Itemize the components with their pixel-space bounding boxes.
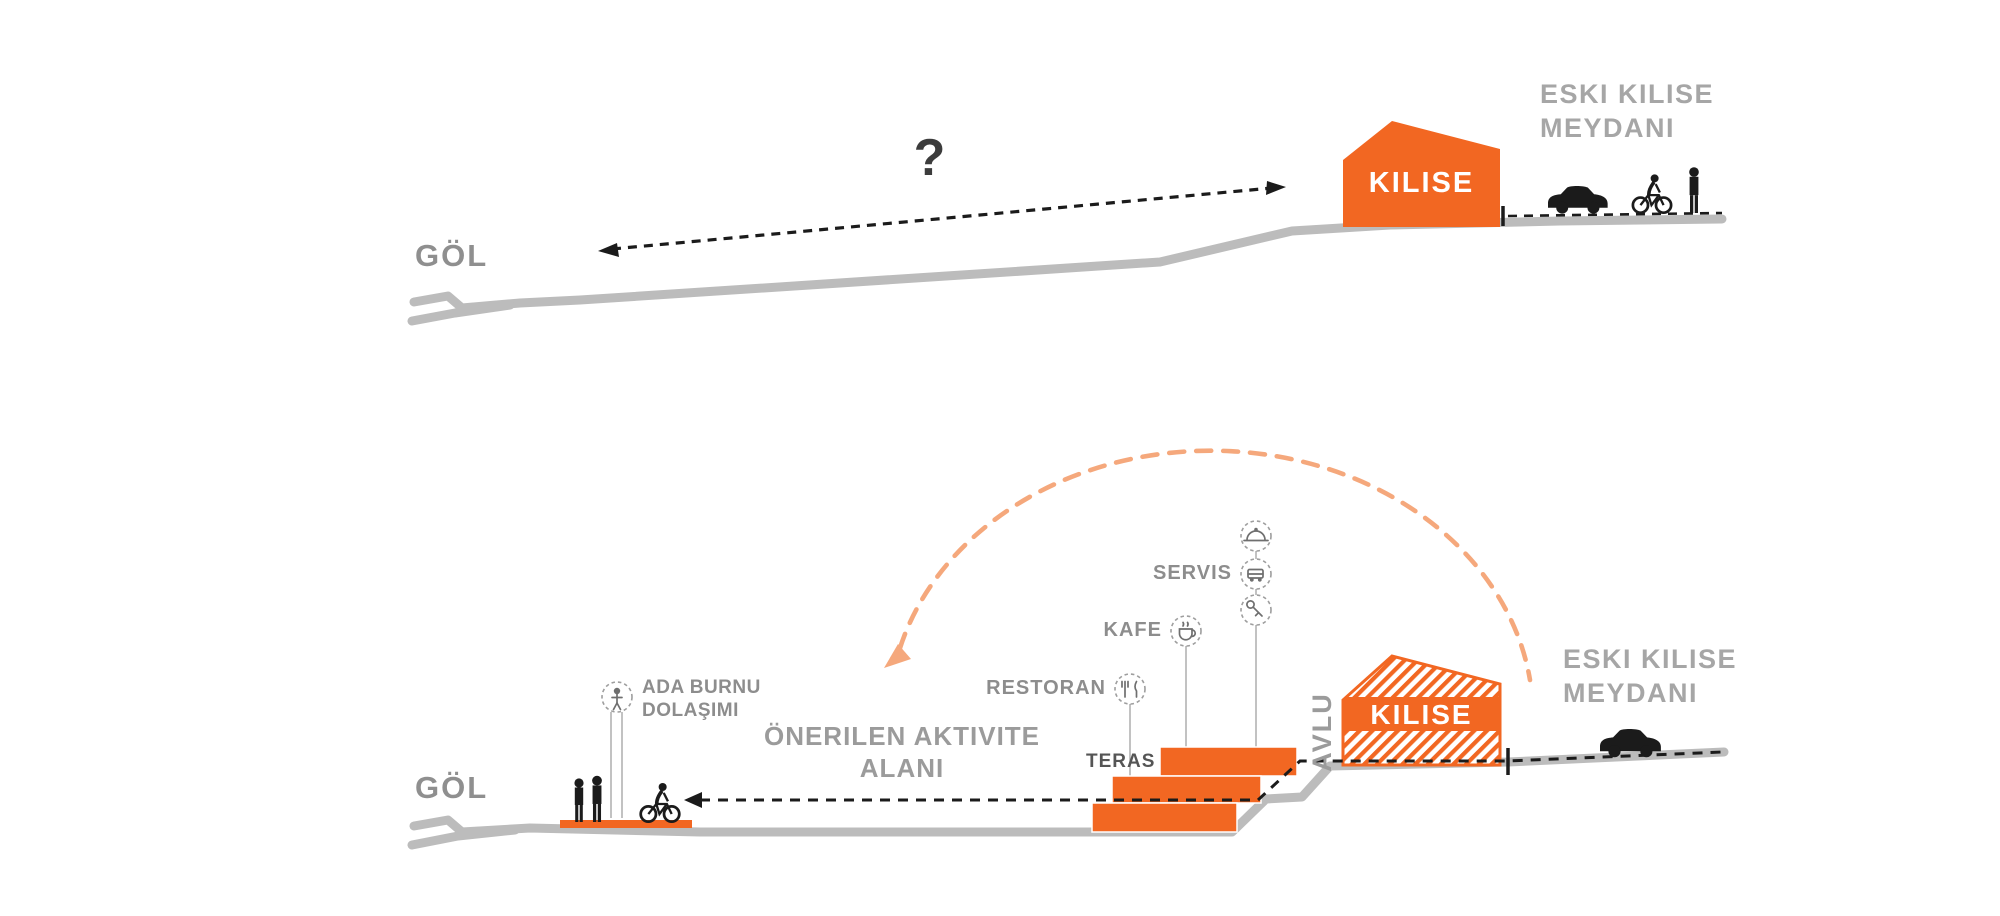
shuttle-icon	[1247, 568, 1264, 582]
street-line-top	[1501, 206, 1723, 226]
person-icon-bottom-1	[574, 778, 584, 822]
church-building-top	[1343, 121, 1500, 227]
square-label-top-line2: MEYDANI	[1540, 113, 1676, 143]
restaurant-icon-group	[1114, 673, 1146, 705]
question-arrow	[598, 181, 1286, 257]
church-label-bottom: KILISE	[1370, 699, 1473, 730]
person-icon-top	[1689, 167, 1699, 213]
church-label-top: KILISE	[1368, 167, 1475, 199]
activity-area-label-line2: ALANI	[859, 753, 945, 783]
coffee-icon	[1178, 621, 1196, 641]
church-building-bottom	[1341, 654, 1502, 767]
ground-line-top	[407, 214, 1727, 326]
lake-label-top: GÖL	[415, 238, 489, 273]
cyclist-icon-top	[1631, 172, 1673, 215]
pedestrian-icon	[611, 687, 623, 711]
courtyard-label: AVLU	[1306, 692, 1337, 772]
lake-label-bottom: GÖL	[415, 770, 489, 805]
square-label-bottom-line1: ESKI KILISE	[1563, 644, 1738, 674]
circulation-label-line1: ADA BURNU	[642, 677, 761, 698]
question-mark: ?	[913, 129, 947, 187]
cyclist-icon-bottom	[638, 781, 682, 824]
restaurant-label: RESTORAN	[986, 677, 1106, 699]
car-icon-top	[1548, 185, 1608, 214]
terrace-label: TERAS	[1086, 751, 1156, 772]
service-label: SERVIS	[1153, 562, 1232, 584]
person-icon-bottom-2	[592, 775, 602, 822]
circulation-icon-group	[601, 681, 633, 713]
cafe-label: KAFE	[1103, 619, 1162, 641]
circulation-label-line2: DOLAŞIMI	[642, 700, 739, 721]
service-icons-group	[1240, 520, 1272, 626]
key-icon	[1246, 600, 1263, 617]
cloche-icon	[1243, 527, 1269, 542]
cafe-icon-group	[1170, 615, 1202, 647]
fork-knife-icon	[1121, 680, 1138, 698]
connection-arc	[884, 448, 1533, 683]
shore-walkway	[560, 820, 692, 828]
flow-arrow-bottom	[684, 748, 1723, 808]
square-label-bottom-line2: MEYDANI	[1563, 678, 1699, 708]
activity-area-label-line1: ÖNERILEN AKTIVITE	[763, 721, 1041, 751]
square-label-top-line1: ESKI KILISE	[1540, 79, 1715, 109]
